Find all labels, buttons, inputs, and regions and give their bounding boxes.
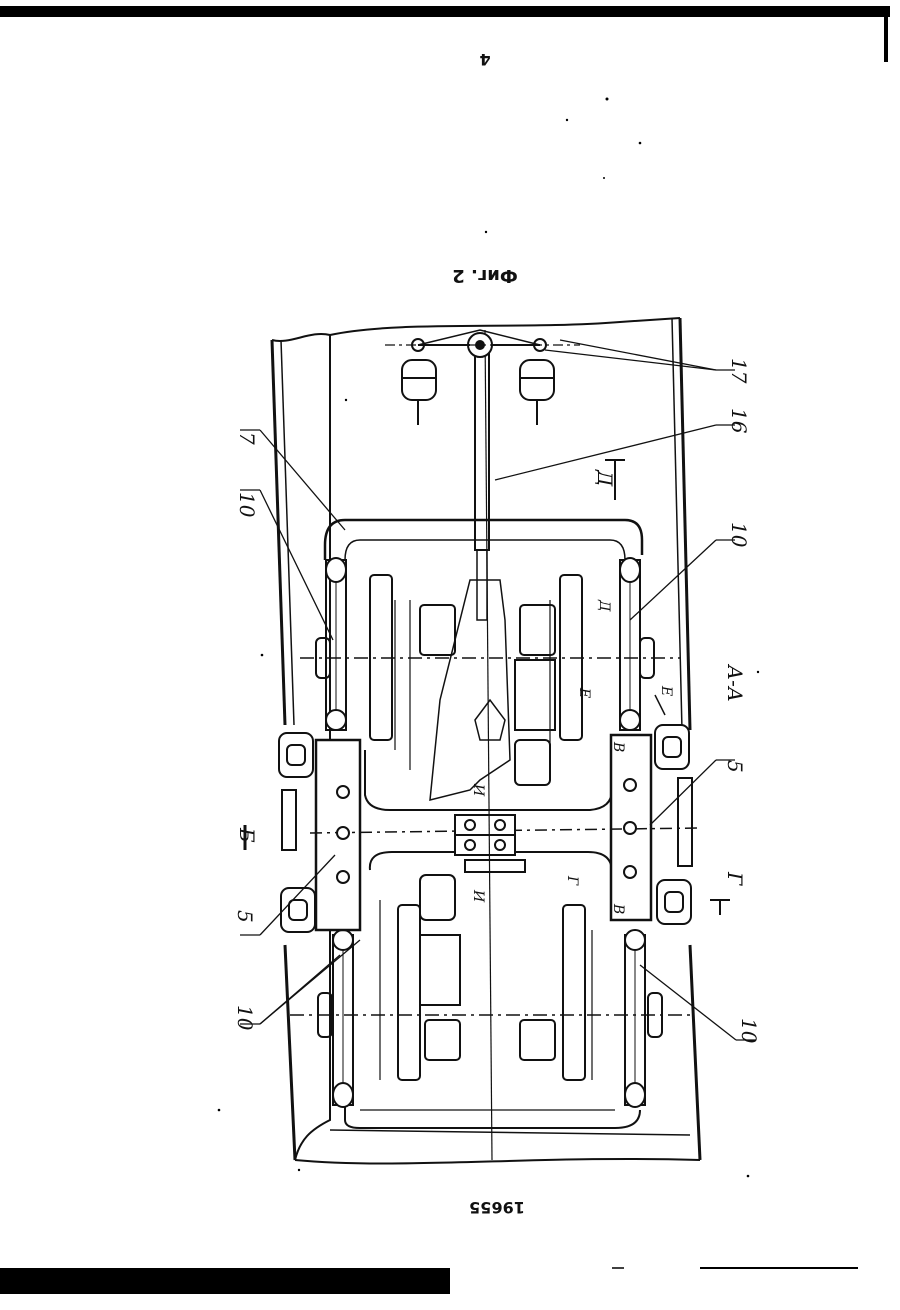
callout-5-left: 5 [233, 910, 257, 923]
page-mark: 4 [479, 50, 490, 69]
callout-section-AA: А-А [723, 663, 747, 702]
callout-10-bottom-left: 10 [233, 1005, 257, 1031]
lower-carrier-frame [345, 852, 640, 1128]
section-mark-I-bottom: И [470, 889, 486, 903]
section-mark-D: Д [593, 469, 617, 487]
callout-17: 17 [727, 358, 751, 384]
upper-carrier-frame [325, 520, 642, 810]
top-border-bar [0, 6, 890, 17]
section-mark-I-top: И [470, 783, 486, 797]
leader-lines [240, 340, 756, 1040]
longitudinal-bars-upper [326, 558, 640, 730]
callout-10-top-left: 10 [235, 492, 259, 518]
section-mark-D-small: Д [596, 599, 612, 612]
bogie-drawing [240, 318, 756, 1164]
callout-5-right: 5 [723, 760, 747, 773]
section-mark-G: Г [723, 871, 747, 886]
callout-7: 7 [235, 432, 259, 445]
section-mark-E-small: Е [576, 687, 592, 698]
section-mark-G-small: Г [564, 875, 580, 886]
section-mark-B: Б [235, 827, 259, 843]
right-edge-mark [884, 12, 888, 62]
bottom-border-bar [0, 1268, 450, 1294]
section-mark-V-bottom: В [610, 903, 626, 914]
section-mark-E: Е [658, 685, 674, 696]
callout-10-bottom-right: 10 [737, 1018, 761, 1044]
section-mark-V-top: В [610, 741, 626, 752]
patent-number: 19655 [469, 1198, 525, 1217]
drawbar [468, 330, 492, 1160]
center-coupling [455, 815, 515, 855]
figure-caption: Фиг. 2 [452, 265, 518, 286]
callout-16: 16 [727, 408, 751, 434]
callout-10-top-right: 10 [727, 522, 751, 548]
